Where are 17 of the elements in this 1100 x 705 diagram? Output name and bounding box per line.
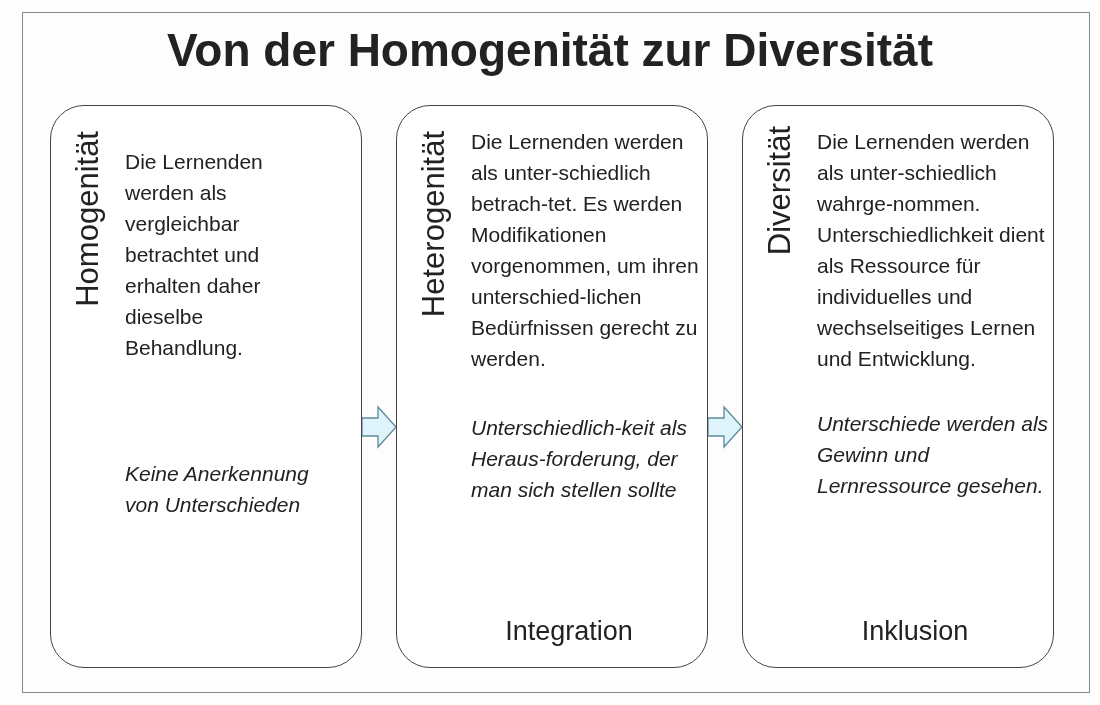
stage-label: Inklusion bbox=[861, 615, 970, 647]
block-arrow bbox=[707, 405, 743, 449]
stage-box bbox=[50, 105, 362, 668]
description-text: Die Lernenden werden als unter-schiedlich wahrge-nommen. Unterschiedlichkeit dient als Ressource für individuelles und wechselseitiges Lernen und Entwicklung. bbox=[817, 129, 1046, 372]
block-arrow bbox=[361, 405, 397, 449]
title: Von der Homogenität zur Diversität bbox=[166, 23, 934, 78]
stage-box bbox=[742, 105, 1054, 668]
stage-box bbox=[396, 105, 708, 668]
description-text: Die Lernenden werden als unter-schiedlich betrach-tet. Es werden Modifikationen vorgenommen, um ihren unterschied-lichen Bedürfnissen gerecht zu werden. bbox=[471, 129, 700, 372]
summary-text: Unterschiedlich-keit als Heraus-forderung, der man sich stellen sollte bbox=[471, 415, 688, 503]
stage-heading: Heterogenität bbox=[416, 131, 452, 318]
stage-label: Integration bbox=[505, 615, 634, 647]
stage-heading: Diversität bbox=[762, 126, 798, 256]
summary-text: Unterschiede werden als Gewinn und Lernressource gesehen. bbox=[817, 411, 1050, 499]
summary-text: Keine Anerkennung von Unterschieden bbox=[125, 461, 310, 518]
description-text: Die Lernenden werden als vergleichbar betrachtet und erhalten daher dieselbe Behandlung. bbox=[125, 149, 264, 361]
stage-heading: Homogenität bbox=[70, 131, 106, 307]
